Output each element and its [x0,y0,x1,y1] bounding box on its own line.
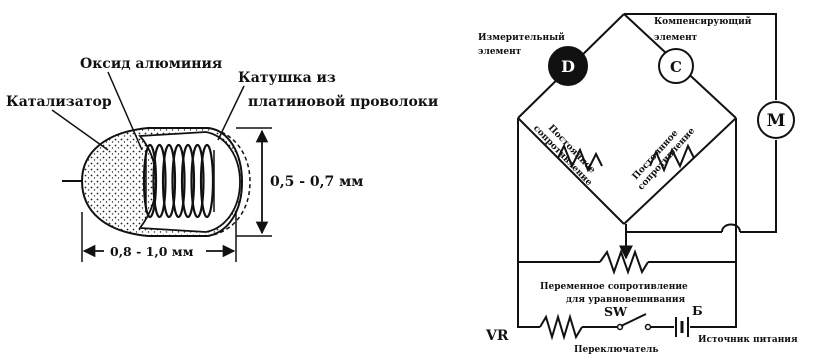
height-dimension-label: 0,5 - 0,7 мм [270,174,363,190]
coil-label-line2: платиновой проволоки [248,93,438,110]
compensating-label-line2: элемент [654,33,698,43]
coil-loop [171,143,186,219]
coil-loop [161,143,177,219]
platinum-coil [142,143,215,219]
vr-label: VR [485,328,509,344]
coil-loop [152,143,167,219]
balance-resistor-label-line1: Переменное сопротивление [540,282,688,292]
alumina-label: Оксид алюминия [80,56,222,72]
compensating-label-line1: Компенсирующий [654,16,752,27]
catalyst-leader [51,109,109,151]
catalyst-label: Катализатор [6,94,112,110]
coil-loop [199,143,215,219]
supply-right-wire [690,262,737,328]
bridge-bottom-left-arm [517,117,625,225]
battery-label: Б [692,303,703,318]
fixed-resistor-right [649,143,695,173]
meter-circle [757,101,795,139]
meter-bottom-wire [740,140,777,233]
meter-symbol: M [767,111,786,131]
balance-resistor-label-line2: для уравновешивания [566,295,686,305]
balance-resistor [599,248,649,276]
alumina-leader [107,71,143,151]
bridge-circuit: M D C Измерительный элемент Компенсирующ… [478,13,798,355]
shell-outline [207,127,251,237]
width-dimension-label: 0,8 - 1,0 мм [110,244,194,259]
compensating-element-circle [658,48,694,84]
vr-resistor [539,313,583,341]
meter-top-wire [624,13,777,100]
bridge-bottom-right-arm [623,117,737,225]
switch-label: Переключатель [574,345,659,355]
power-source-label: Источник питания [698,335,798,345]
switch-contact-right [644,323,652,331]
coil-loop [190,143,205,219]
fixed-resistor-left [557,143,603,173]
measuring-label-line1: Измерительный [478,32,565,43]
coil-loop [180,143,196,219]
measuring-element-circle [548,46,588,86]
compensating-element-symbol: C [670,58,682,76]
coil-loop [142,143,158,219]
measuring-element-symbol: D [561,57,575,76]
wire-crossover [721,223,741,233]
sw-label: SW [604,304,628,319]
switch-blade [620,313,647,327]
sensor-drawing: Катализатор Оксид алюминия Катушка из пл… [6,56,438,262]
supply-left-wire [517,262,540,328]
measuring-label-line2: элемент [478,47,522,57]
coil-label-line1: Катушка из [238,70,336,86]
coil-leader [217,85,245,141]
